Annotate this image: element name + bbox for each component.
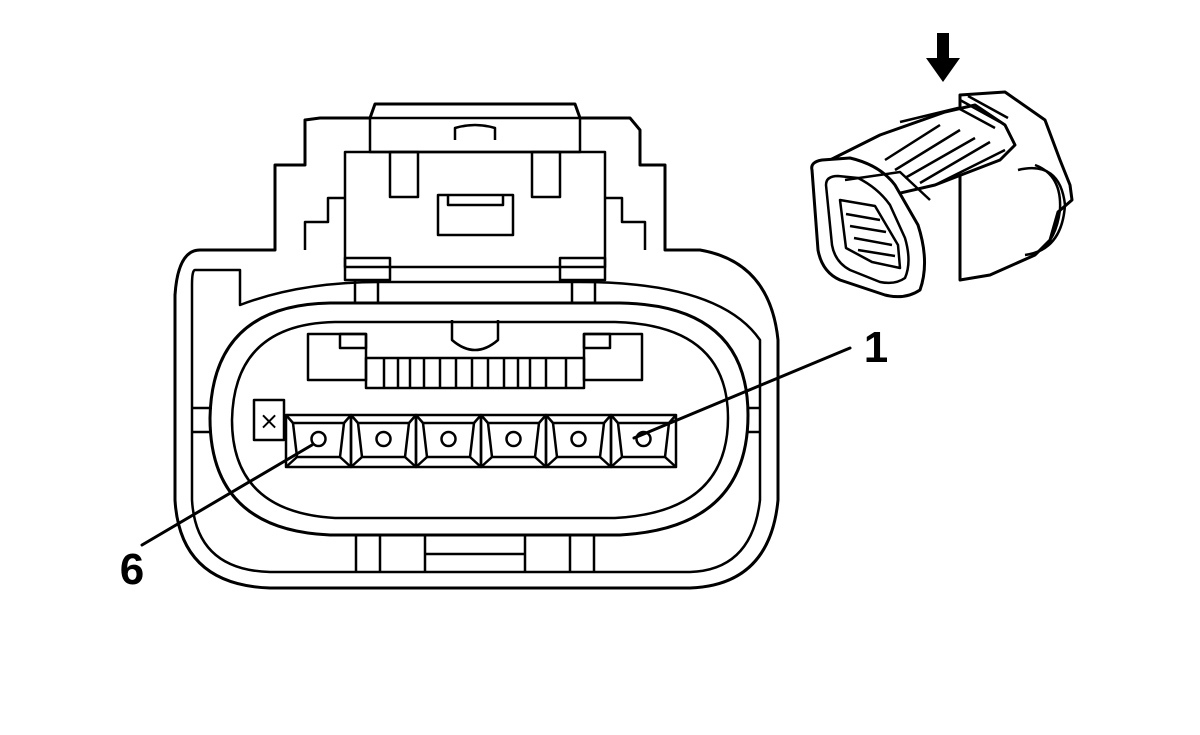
comb-strip: [364, 356, 586, 390]
iso-front-top-lip: [844, 170, 931, 201]
latch-body: [343, 150, 607, 269]
pin-cavity-2: [544, 413, 613, 469]
connector-face: ×: [173, 102, 780, 590]
key-notch: [450, 320, 500, 352]
key-right-tab: [582, 332, 612, 350]
iso-pin-slots: [845, 212, 896, 258]
inner-seal-inner: [230, 320, 730, 520]
pin-cavity-4: [414, 413, 483, 469]
pin-label-6: 6: [120, 545, 144, 594]
latch-top-bar: [368, 116, 582, 154]
pin-cavity-1: [609, 413, 678, 469]
iso-front-inner: [824, 174, 910, 285]
latch-steps-left: [303, 196, 345, 250]
outer-shell: [173, 102, 780, 590]
leader-line-pin-1: [632, 346, 852, 440]
pin-row: [284, 413, 678, 469]
pin-terminal: [635, 430, 652, 448]
blank-cavity: [252, 398, 286, 442]
blank-cavity-mark: ×: [259, 407, 279, 435]
iso-front-cavity: [838, 198, 902, 270]
leader-line-pin-6: [140, 443, 314, 547]
bottom-rib: [354, 535, 596, 572]
latch-steps-right: [605, 196, 647, 250]
pin-cavity-3: [479, 413, 548, 469]
pin-label-1: 1: [864, 323, 888, 372]
key-left-tab: [338, 332, 368, 350]
iso-latch-fingers: [884, 94, 1009, 187]
pin-terminal: [375, 430, 392, 448]
latch-tab: [453, 123, 497, 140]
pin-cavity-6: [284, 413, 353, 469]
latch-post-right: [558, 256, 607, 282]
pin-cavity-5: [349, 413, 418, 469]
pin-terminal: [440, 430, 457, 448]
key-right: [582, 332, 644, 382]
pin-terminal: [570, 430, 587, 448]
down-arrow-icon: [926, 33, 960, 82]
iso-rear-ring: [1034, 163, 1062, 252]
pin-terminal: [310, 430, 327, 448]
outer-shell-inner: [190, 268, 762, 574]
connector-isometric-icon: [810, 90, 1074, 299]
iso-latch-bar: [899, 106, 996, 130]
latch-window-left: [388, 150, 420, 199]
key-left: [306, 332, 368, 382]
latch-window-right: [530, 150, 562, 199]
inner-seal-outer: [208, 301, 750, 537]
pin-terminal: [505, 430, 522, 448]
latch-center-block: [436, 193, 515, 237]
latch-post-left: [343, 256, 392, 282]
latch-center-detail: [446, 195, 505, 207]
